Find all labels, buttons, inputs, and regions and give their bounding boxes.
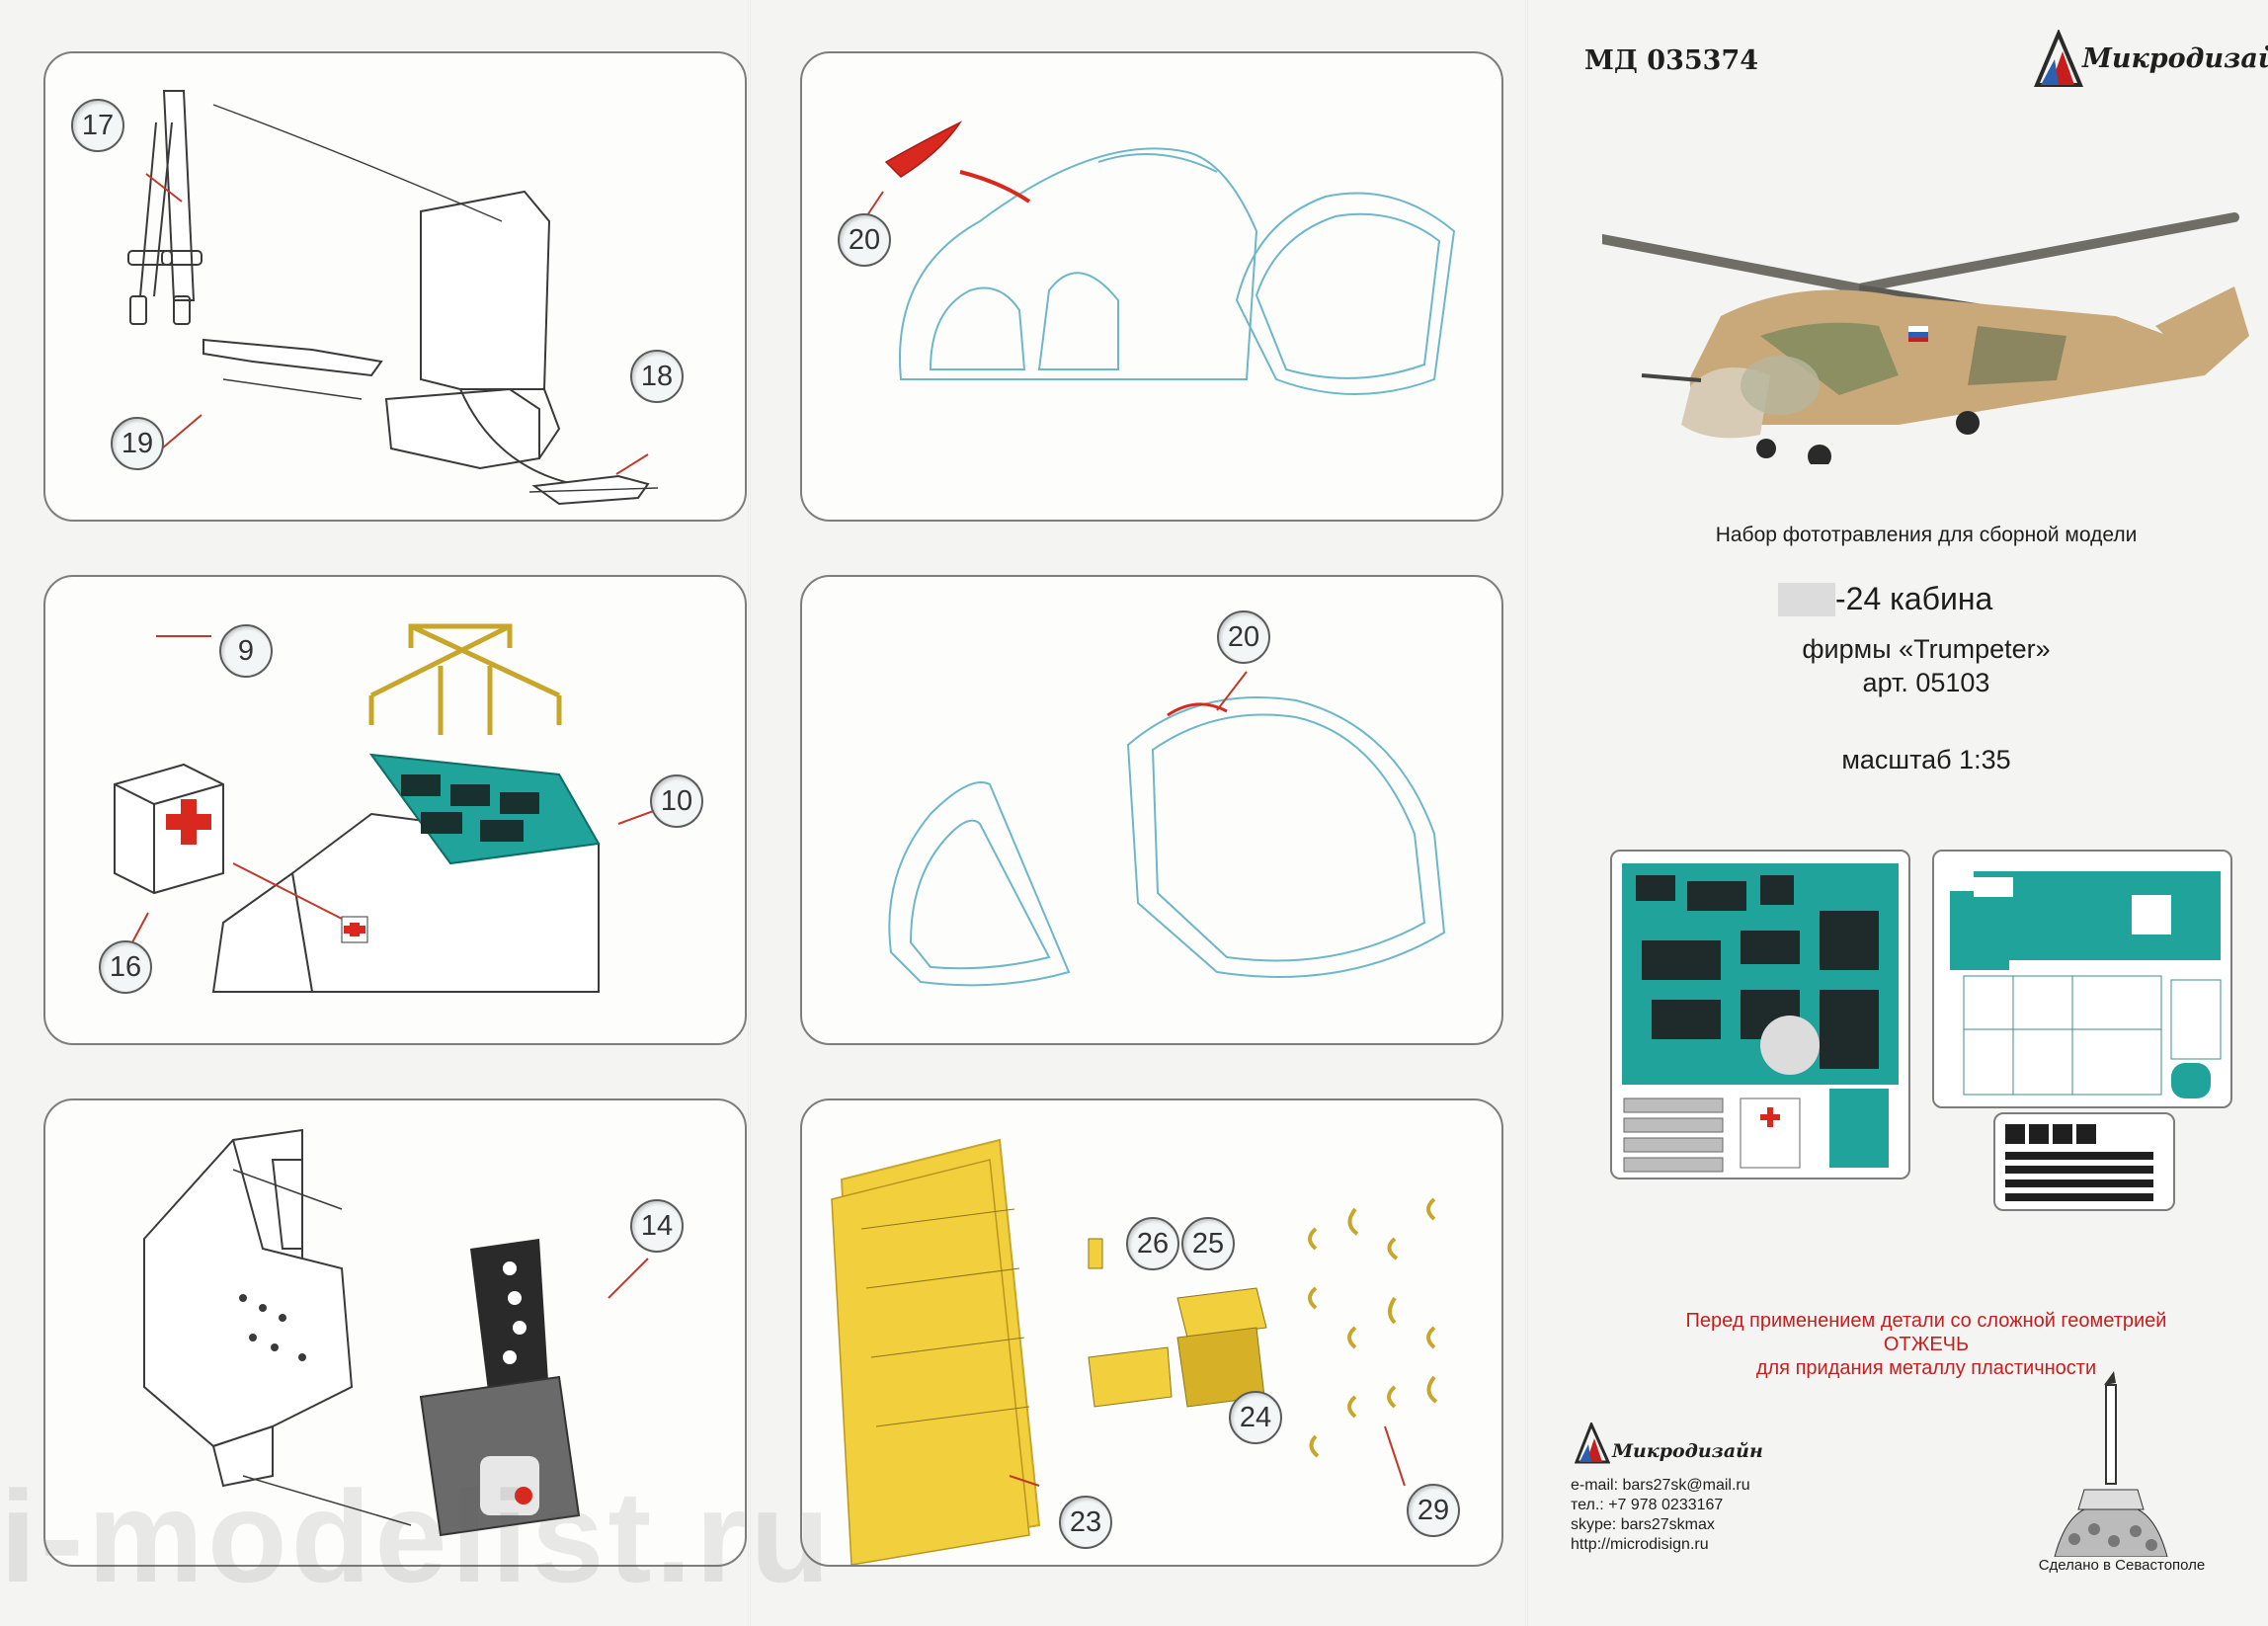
kit-code: МД 035374 [1584, 45, 1759, 76]
callout-25: 25 [1181, 1217, 1235, 1270]
panel-canopy-bottom: 20 [800, 575, 1503, 1045]
panel-canopy-top: 20 [800, 51, 1503, 522]
callout-20-top: 20 [838, 213, 891, 267]
warning-line-3: для придания металлу пластичности [1755, 1357, 2097, 1379]
callout-26: 26 [1126, 1217, 1179, 1270]
helicopter-photo [1597, 178, 2254, 468]
contact-email: e-mail: bars27sk@mail.ru [1571, 1477, 1750, 1494]
dash-drawing [143, 1128, 649, 1537]
fret-preview-brass [1932, 850, 2232, 1108]
callout-19: 19 [111, 417, 164, 470]
watermark: i-modelist.ru [0, 1464, 835, 1609]
redaction-box [1778, 583, 1835, 616]
floor-drawing [831, 1138, 1438, 1565]
contact-phone: тел.: +7 978 0233167 [1571, 1497, 1724, 1513]
panel-dash: 14 [43, 1098, 747, 1567]
fret-preview-small [1993, 1112, 2175, 1211]
made-in-label: Сделано в Севастополе [2038, 1557, 2206, 1574]
brand-logo [2033, 28, 2086, 87]
footer-brand: Микродизайн [1612, 1440, 1763, 1462]
callout-23: 23 [1059, 1496, 1112, 1549]
contact-site[interactable]: http://microdisign.ru [1571, 1536, 1709, 1553]
canopy-top-drawing [862, 121, 1456, 395]
contact-block: e-mail: bars27sk@mail.ru тел.: +7 978 02… [1571, 1476, 1750, 1555]
product-article: арт. 05103 [1862, 668, 1990, 697]
callout-16: 16 [99, 940, 152, 994]
panel-floor: 26 25 24 23 29 [800, 1098, 1503, 1567]
callout-17: 17 [71, 99, 124, 152]
monument-illustration [2045, 1371, 2173, 1558]
callout-14: 14 [630, 1199, 684, 1253]
paper-fold-right [1525, 0, 1528, 1626]
callout-9: 9 [219, 624, 273, 678]
callout-20-bottom: 20 [1217, 610, 1270, 664]
callout-18: 18 [630, 350, 684, 403]
warning-line-1: Перед применением детали со сложной геом… [1685, 1310, 2167, 1332]
panel-console: 9 10 16 [43, 575, 747, 1045]
console-drawing [114, 623, 679, 993]
callout-24: 24 [1229, 1391, 1282, 1444]
fret-preview-color [1610, 850, 1910, 1179]
product-maker: фирмы «Trumpeter» [1802, 634, 2051, 664]
callout-10: 10 [650, 774, 703, 828]
product-subtitle: Набор фототравления для сборной модели [1715, 524, 2138, 546]
callout-29: 29 [1407, 1484, 1460, 1537]
warning-line-2: ОТЖЕЧЬ [1883, 1334, 1970, 1355]
canopy-bottom-drawing [888, 671, 1446, 987]
product-title: -24 кабина [1835, 581, 1993, 616]
product-scale: масштаб 1:35 [1841, 745, 2011, 774]
contact-skype: skype: bars27skmax [1571, 1516, 1715, 1533]
footer-logo [1574, 1421, 1611, 1464]
brand-name: Микродизайн [2082, 43, 2268, 74]
panel-seat: 17 18 19 [43, 51, 747, 522]
paper-fold-left [748, 0, 751, 1626]
seat-drawing [127, 90, 659, 506]
